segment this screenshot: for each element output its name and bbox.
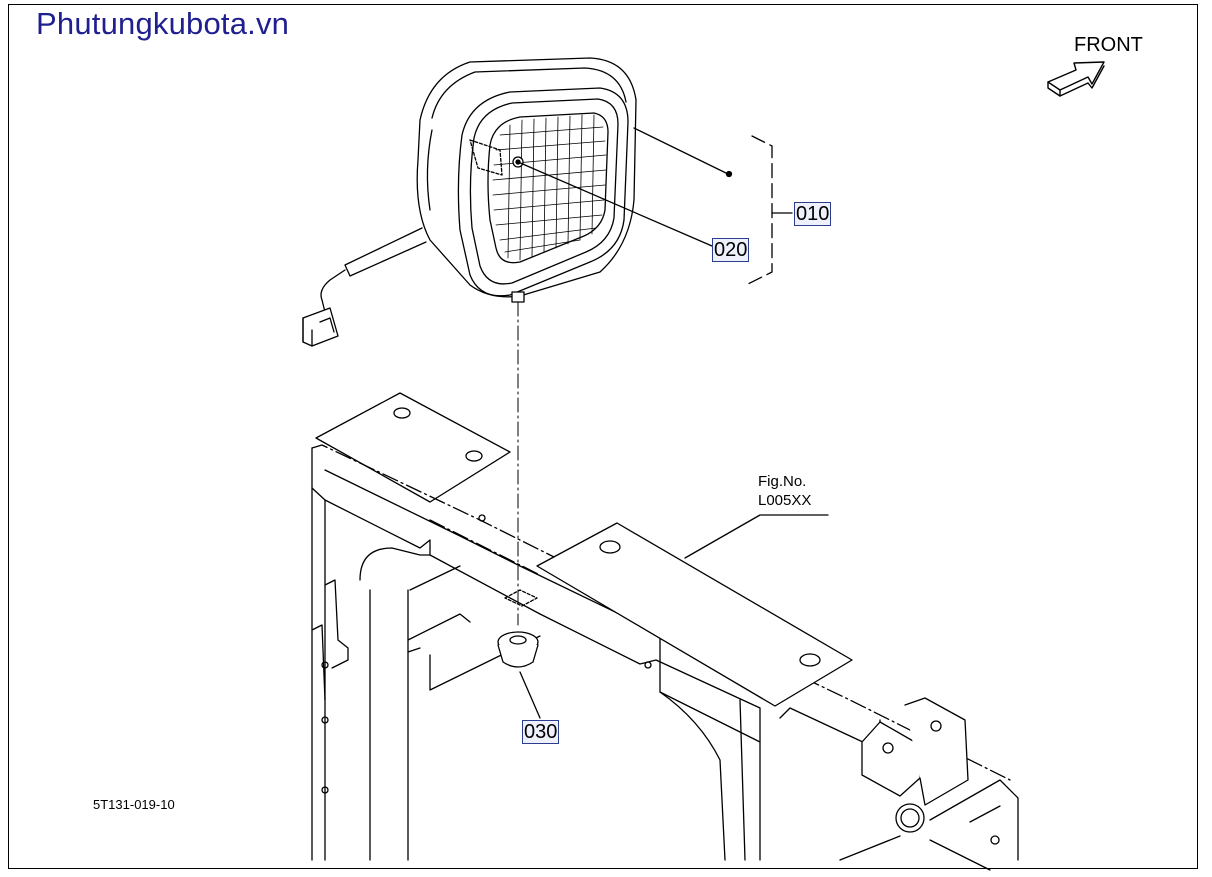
site-watermark: Phutungkubota.vn [36,6,290,41]
mounting-frame [311,392,1019,871]
rubber-grommet [497,631,539,668]
front-arrow-icon [1047,61,1105,97]
front-direction-label: FRONT [1074,34,1143,56]
drawing-code: 5T131-019-10 [93,797,175,812]
figure-reference-title: Fig.No. [758,473,807,490]
callout-020[interactable]: 020 [712,238,750,262]
figure-reference-number: L005XX [758,492,812,509]
figure-reference: Fig.No. L005XX [758,472,811,510]
callout-030[interactable]: 030 [522,720,560,744]
callout-010[interactable]: 010 [794,202,832,226]
work-light-lamp [302,57,637,347]
